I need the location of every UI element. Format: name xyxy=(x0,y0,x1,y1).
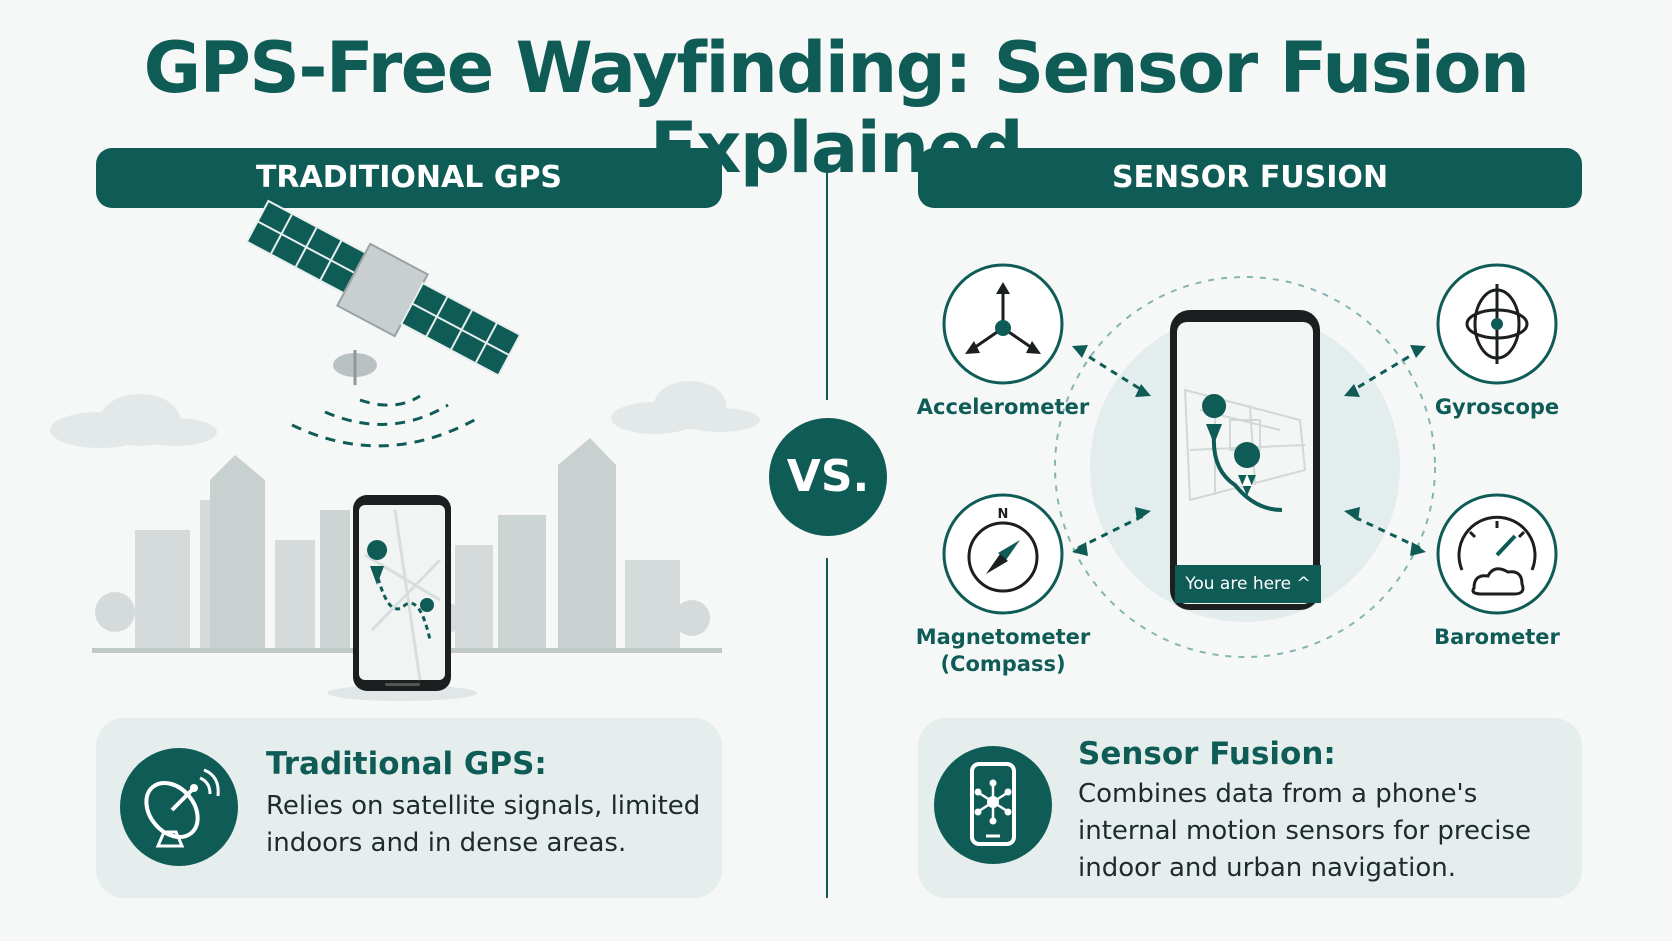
sensor-fusion-card-title: Sensor Fusion: xyxy=(1078,736,1336,772)
center-divider-top xyxy=(826,148,828,400)
cloud-right-icon xyxy=(611,381,760,434)
traditional-gps-header: TRADITIONAL GPS xyxy=(96,148,722,208)
accelerometer-icon xyxy=(942,263,1064,385)
sensor-fusion-card-text: Combines data from a phone's internal mo… xyxy=(1078,779,1531,883)
sensor-fusion-header: SENSOR FUSION xyxy=(918,148,1582,208)
phone-network-icon xyxy=(934,746,1052,864)
signal-waves-icon xyxy=(291,394,479,448)
fusion-orbit-ring xyxy=(1054,276,1436,658)
traditional-gps-card: Traditional GPS: Relies on satellite sig… xyxy=(96,718,722,898)
satellite-icon xyxy=(245,199,522,385)
center-divider-bottom xyxy=(826,558,828,898)
satellite-dish-icon xyxy=(120,748,238,866)
gyroscope-icon xyxy=(1436,263,1558,385)
barometer-label: Barometer xyxy=(1434,625,1560,649)
arrow-heads xyxy=(1072,345,1426,556)
traditional-gps-card-title: Traditional GPS: xyxy=(266,746,547,782)
sensor-fusion-card: Sensor Fusion: Combines data from a phon… xyxy=(918,718,1582,898)
gps-phone-icon xyxy=(327,495,477,701)
vs-badge: VS. xyxy=(769,418,887,536)
magnetometer-sublabel: (Compass) xyxy=(940,652,1066,676)
accelerometer-label: Accelerometer xyxy=(916,395,1090,419)
fusion-phone-icon xyxy=(1170,310,1320,610)
you-are-here-badge: You are here ^ xyxy=(1175,565,1321,603)
magnetometer-icon xyxy=(942,493,1064,615)
compass-north-label: N xyxy=(997,507,1009,522)
cloud-left-icon xyxy=(50,394,217,448)
traditional-gps-card-text: Relies on satellite signals, limited ind… xyxy=(266,791,701,858)
sensor-data-arrows xyxy=(1077,348,1421,550)
magnetometer-label: Magnetometer xyxy=(915,625,1091,649)
gyroscope-label: Gyroscope xyxy=(1434,395,1560,419)
barometer-icon xyxy=(1436,493,1558,615)
